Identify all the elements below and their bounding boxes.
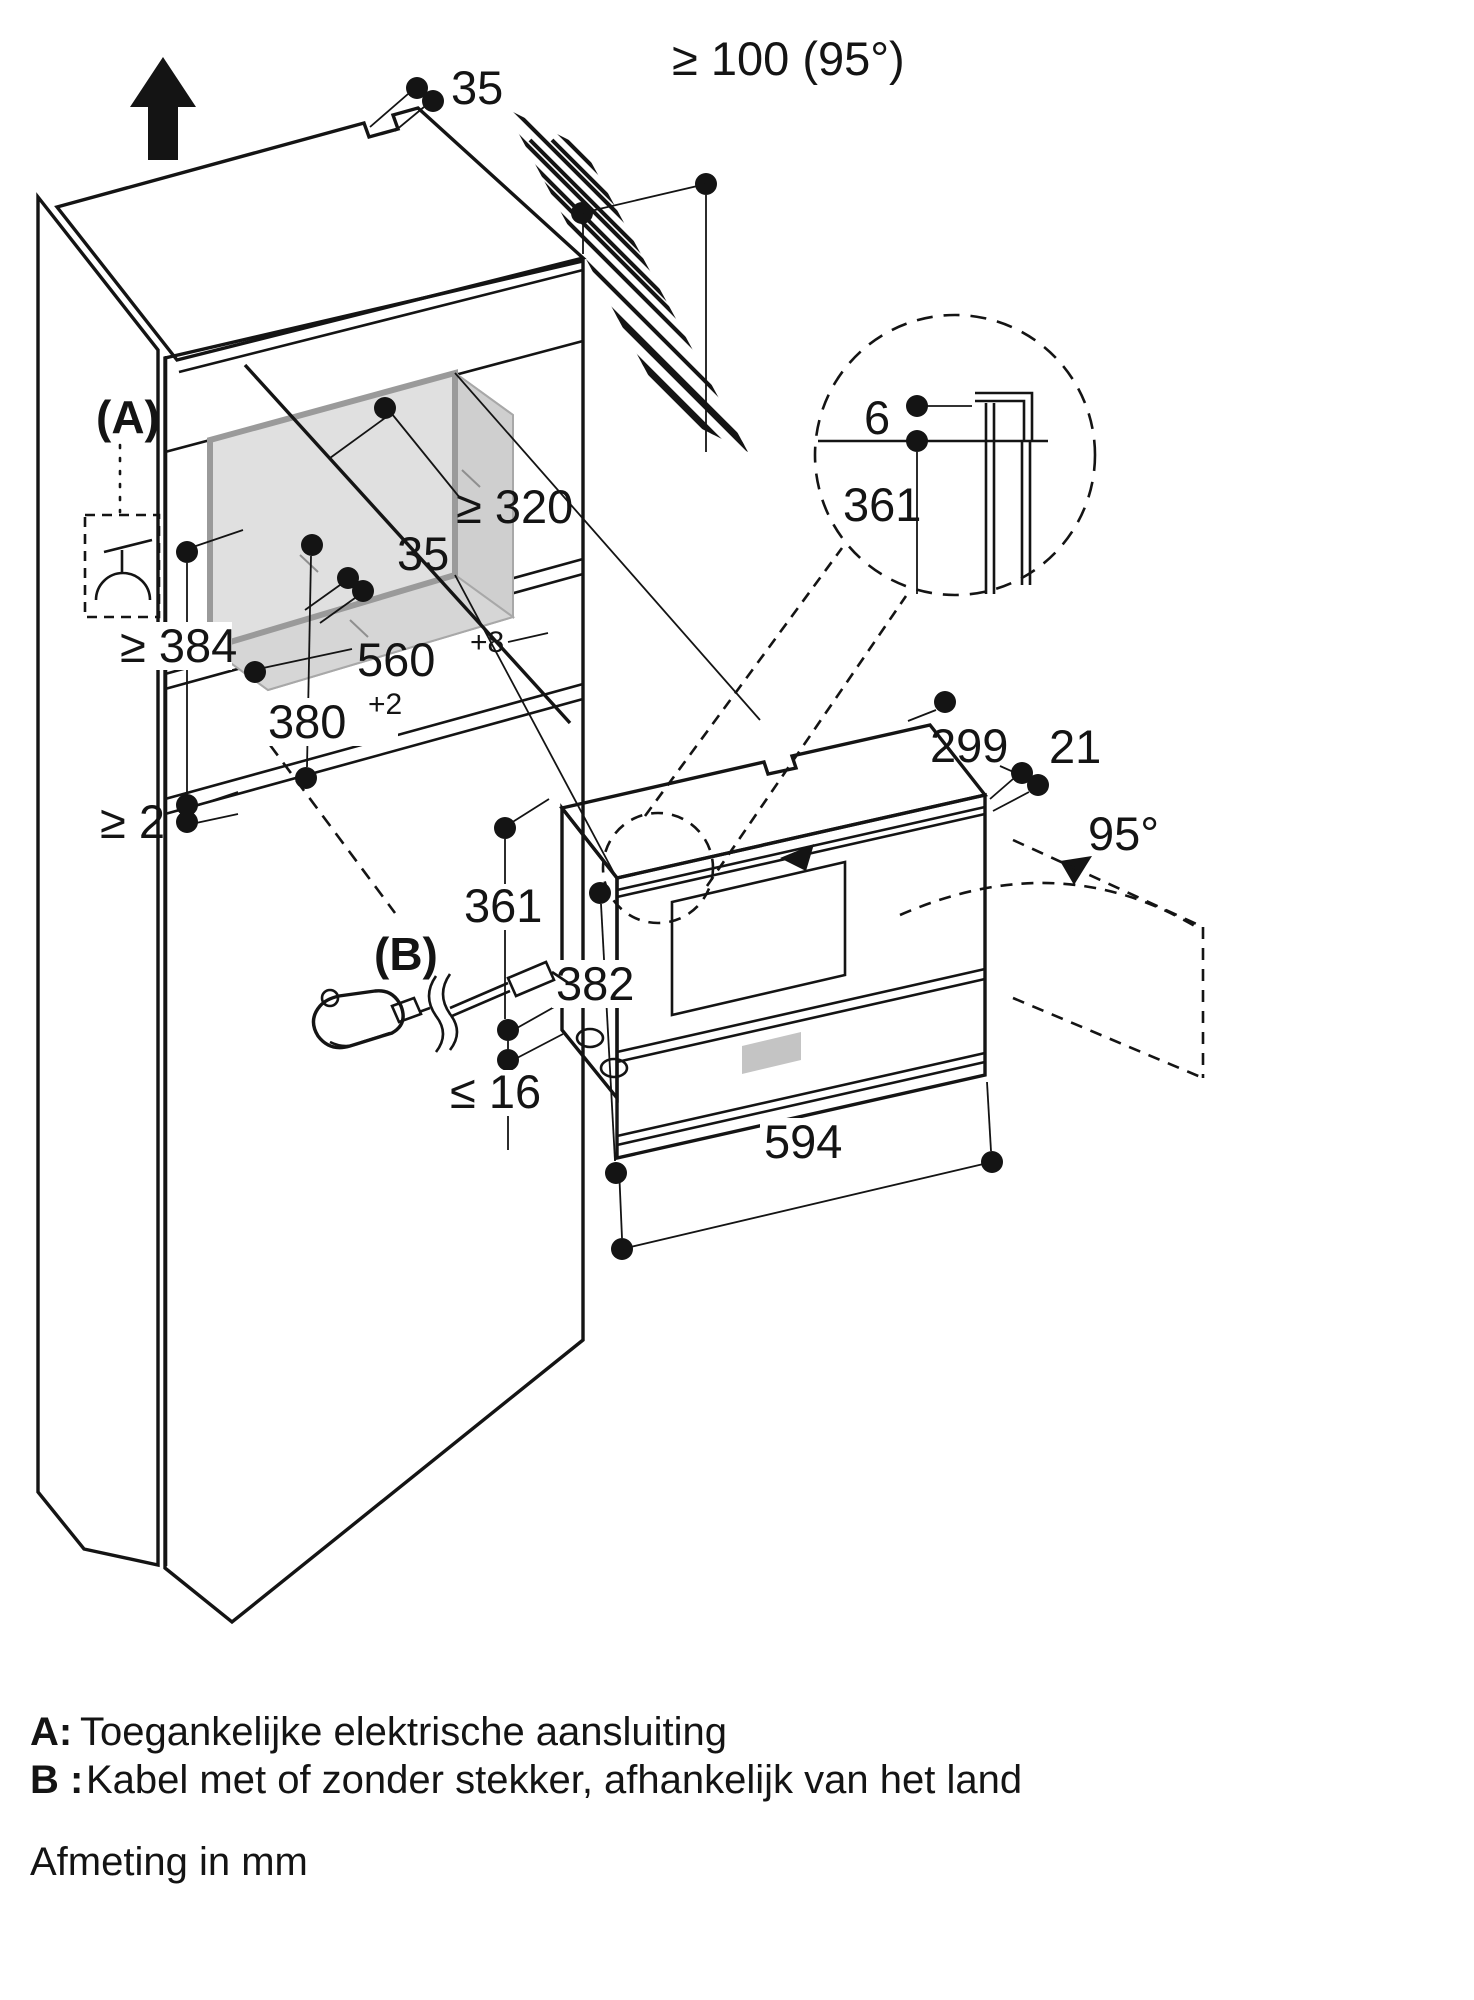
callout-b-label: (B) [374,928,438,980]
units-note: Afmeting in mm [30,1840,308,1884]
control-panel-line-a [616,967,986,1054]
appliance-foot [575,1027,605,1049]
swing-arrow-icon [1060,856,1092,885]
guide-line-bottom [454,574,616,876]
detail-height-label: 361 [843,478,921,531]
dimension-trim-overhang: 21 [989,720,1101,812]
zoom-leader-b [705,595,908,887]
control-display [742,1032,801,1074]
appliance-door [615,792,987,1161]
dimension-side-clearance: ≥ 384 [116,529,244,795]
door-window [670,860,847,1017]
dimension-appliance-height: 361 [460,798,552,1019]
niche-width-tolerance: +8 [470,626,504,659]
legend-a-text: Toegankelijke elektrische aansluiting [80,1710,727,1754]
door-bottom-trim-a [616,1051,986,1138]
control-panel-line-b [616,977,986,1064]
cabinet-front-face [163,258,585,1625]
dimension-top-notch: 35 [369,61,503,132]
cabinet-left-side-panel [36,192,160,1568]
side-clearance-label: ≥ 384 [120,619,237,672]
appliance-foot [599,1057,629,1079]
callout-b: (B) [374,928,438,980]
plinth-gap-label: ≤ 16 [450,1065,541,1118]
zoom-leader-a [643,547,844,817]
cabinet-top-panel [54,106,587,362]
socket-box [83,513,161,619]
niche-depth-label: ≥ 320 [456,480,573,533]
niche-height-label: 380 [268,695,346,748]
detail-circle: 6 361 [813,313,1097,597]
bottom-gap-label: ≥ 2 [100,795,165,848]
tall-cabinet [36,106,761,1625]
up-arrow-icon [130,57,196,160]
cable-line-b [451,989,511,1018]
appliance-depth-label: 299 [930,719,1008,772]
power-plug-icon [311,960,571,1053]
door-swing: 95° [899,807,1205,1080]
trim-overhang-label: 21 [1049,720,1101,773]
cabinet-shelf-line-low-b [164,697,584,816]
niche-height-tolerance: +2 [368,688,402,721]
door-bottom-trim-b [616,1060,986,1147]
guide-line-heavy [243,363,572,725]
dimension-wall-clearance: ≥ 100 (95°) [571,32,905,452]
door-swing-arc [899,881,1199,930]
legend-b-label: B : [30,1758,83,1802]
detail-gap-label: 6 [864,391,890,444]
callout-a: (A) [83,391,161,619]
callout-a-label: (A) [96,391,160,443]
door-angle-label: 95° [1088,807,1159,860]
door-trim-line-a [616,805,986,892]
insert-direction-arrow-icon [780,844,814,871]
niche-width-label: 560 [357,633,435,686]
cable-connector [506,960,556,998]
dimension-niche-width: 560 +8 [244,626,549,686]
wall-clearance-label: ≥ 100 (95°) [672,32,905,85]
niche-depth-tick [299,554,319,573]
socket-icon [94,538,153,601]
detail-circle-outline [813,313,1097,597]
niche-depth-tick [461,469,481,488]
zoom-target-circle [601,811,715,925]
niche-setback-label: 35 [397,527,449,580]
dimension-appliance-width: 594 [611,1081,1003,1260]
appliance-height-label: 361 [464,879,542,932]
guide-line-top [454,372,761,721]
cabinet-top-front-edge [178,268,584,374]
legend: A: Toegankelijke elektrische aansluiting… [30,1710,1022,1884]
niche-depth-tick [349,619,369,638]
top-notch-label: 35 [451,61,503,114]
legend-b-text: Kabel met of zonder stekker, afhankelijk… [86,1758,1022,1802]
dimension-bottom-gap: ≥ 2 [100,791,239,848]
cable-break-mark [427,975,445,1053]
cable-break-mark [441,973,459,1051]
appliance [559,547,988,1161]
dimension-niche-setback: 35 [304,527,449,624]
dimension-niche-depth: ≥ 320 [329,397,573,533]
trim-bracket-profile [975,391,1034,441]
dimension-niche-height: 380 +2 [262,534,402,789]
legend-a-label: A: [30,1710,72,1754]
guide-line-dashed [268,744,397,914]
cable-line-a [449,981,509,1010]
dimension-plinth-gap: ≤ 16 [446,1005,564,1150]
appliance-width-label: 594 [764,1115,842,1168]
dimension-appliance-depth: 299 [907,691,1019,775]
